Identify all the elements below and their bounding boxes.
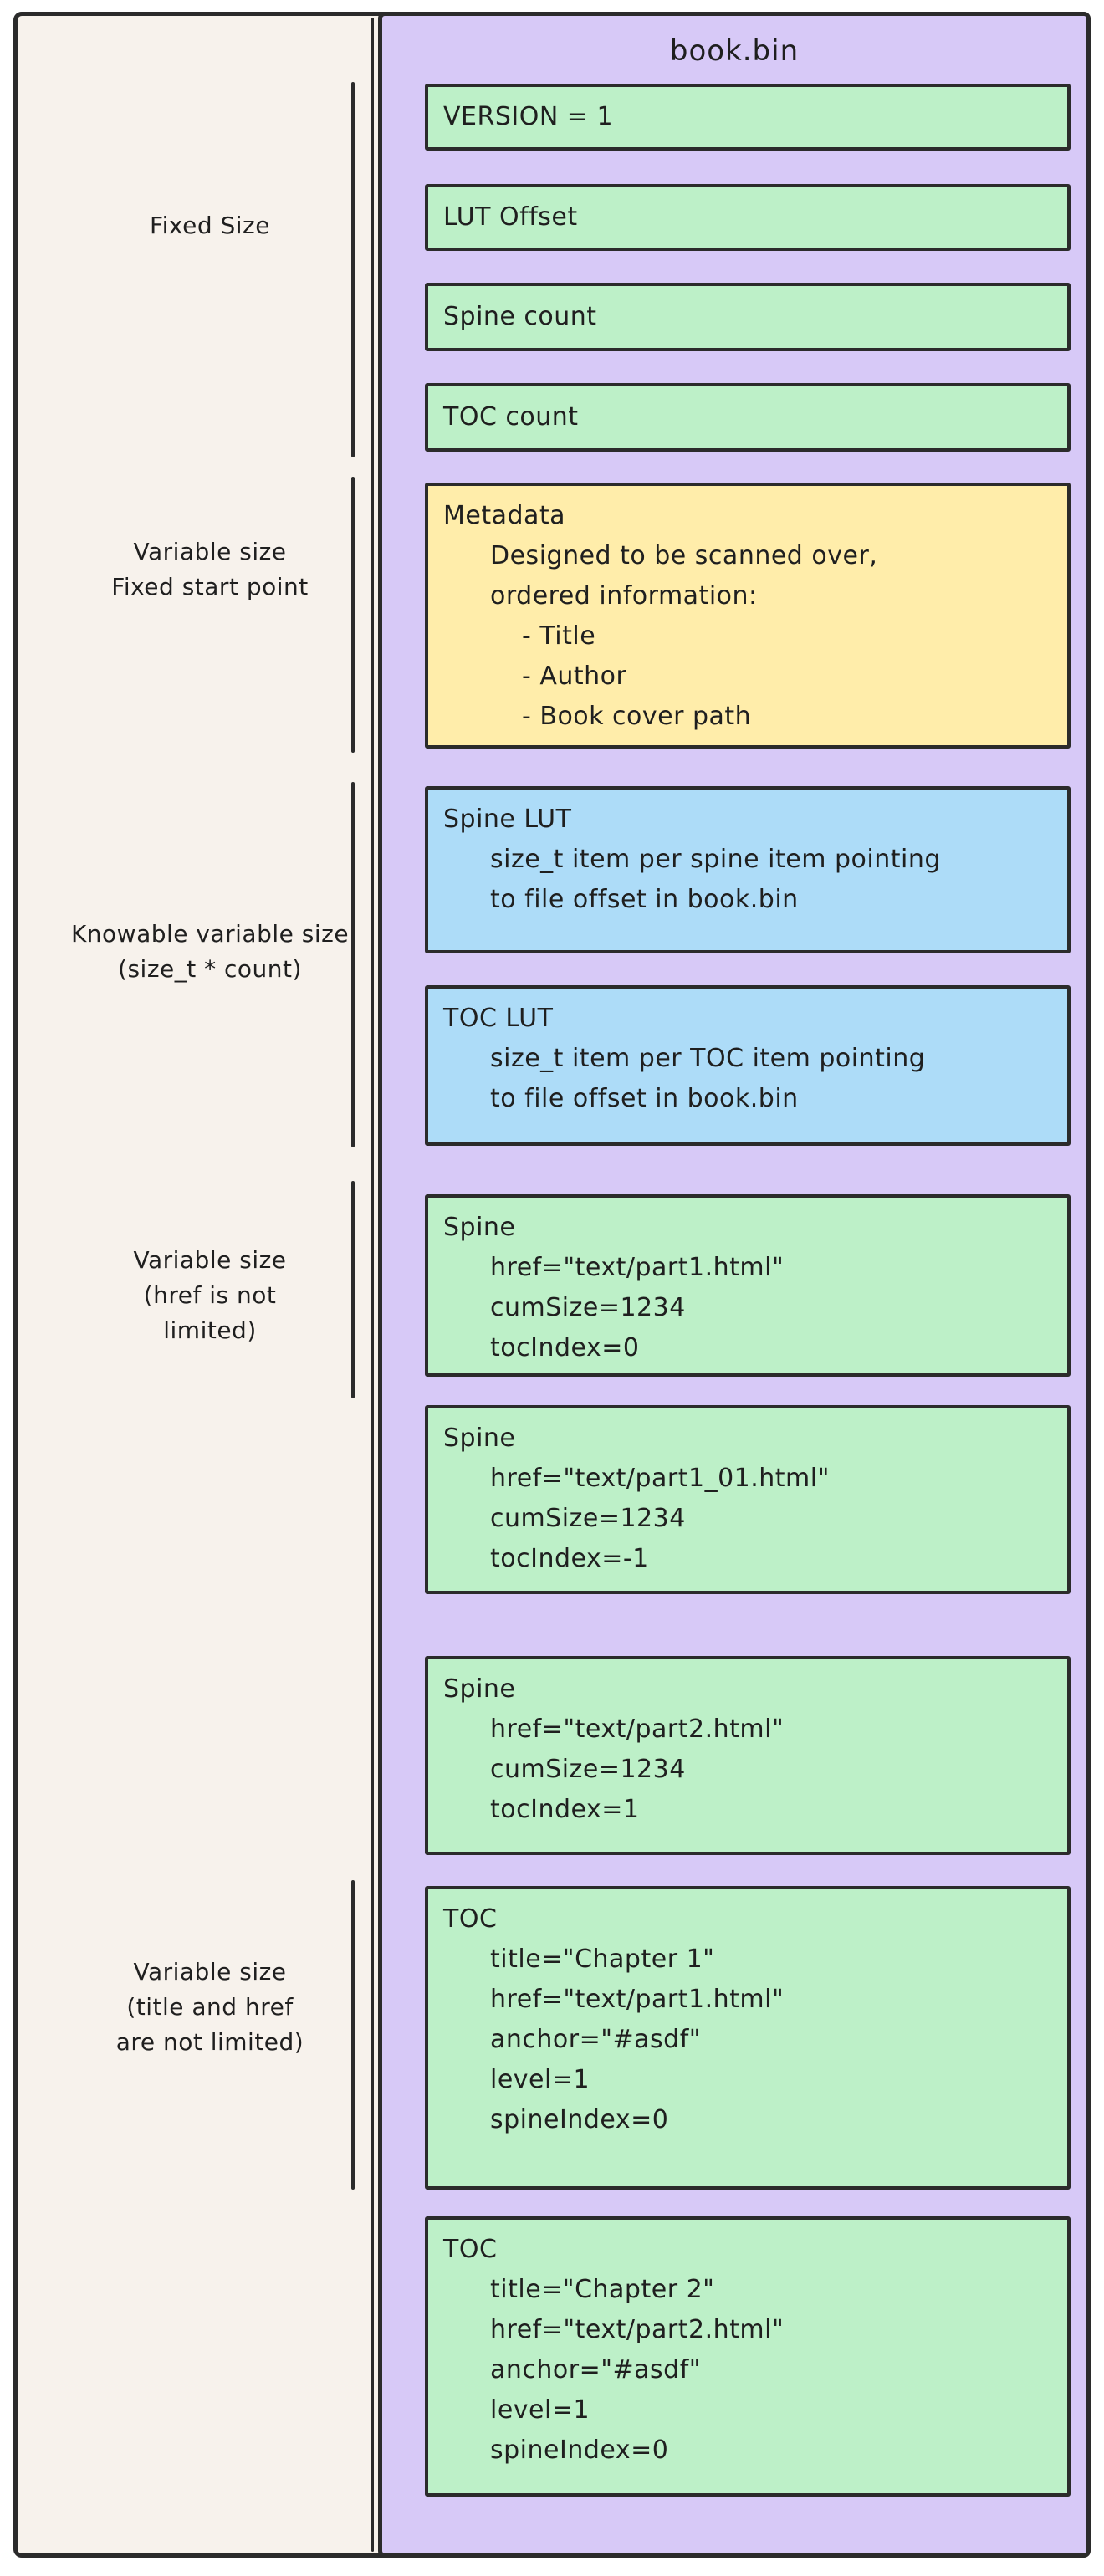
box-toc-lut: TOC LUT size_t item per TOC item pointing… [425,985,1071,1146]
annotation-line: are not limited) [115,2028,304,2056]
annotation-line: Variable size [133,1958,287,1986]
annotation-line: Fixed Size [150,212,270,239]
bracket-variable-size-fixed-start [351,477,355,753]
bracket-variable-size-title-href [351,1880,355,2190]
box-spine-2: Spine href="text/part1_01.html" cumSize=12… [425,1405,1071,1594]
annotation-line: (size_t * count) [118,955,302,983]
box-spine-1: Spine href="text/part1.html" cumSize=1234 t… [425,1194,1071,1377]
box-text-line: LUT Offset [443,202,578,232]
annotation-line: Variable size [133,1246,287,1274]
bracket-knowable-variable-size [351,782,355,1147]
box-text-line: spineIndex=0 [490,2105,669,2134]
annotation-knowable-variable-size: Knowable variable size (size_t * count) [68,917,352,987]
box-text-line: - Author [522,662,627,691]
annotation-line: (title and href [126,1993,294,2021]
annotation-line: limited) [163,1316,257,1344]
box-text-line: cumSize=1234 [490,1293,686,1322]
box-text-line: href="text/part2.html" [490,2315,785,2344]
box-text-line: TOC count [443,402,579,432]
box-text-line: - Book cover path [522,702,752,731]
annotation-variable-size-href: Variable size (href is not limited) [68,1243,352,1348]
box-spine-count: Spine count [425,283,1071,351]
box-text-line: tocIndex=0 [490,1333,640,1362]
box-text-line: level=1 [490,2065,590,2094]
annotation-fixed-size: Fixed Size [68,208,352,243]
box-text-line: href="text/part2.html" [490,1715,785,1744]
box-text-line: title="Chapter 2" [490,2275,715,2304]
box-spine-3: Spine href="text/part2.html" cumSize=1234 t… [425,1656,1071,1855]
box-text-line: href="text/part1.html" [490,1985,785,2014]
box-text-line: Metadata [443,501,566,530]
box-text-line: Designed to be scanned over, [490,541,878,570]
box-toc-count: TOC count [425,383,1071,452]
box-text-line: cumSize=1234 [490,1755,686,1784]
box-lut-offset: LUT Offset [425,184,1071,251]
box-text-line: to file offset in book.bin [490,1084,799,1113]
box-text-line: anchor="#asdf" [490,2025,702,2054]
box-text-line: anchor="#asdf" [490,2355,702,2384]
annotation-variable-size-title-href: Variable size (title and href are not limi… [68,1955,352,2060]
box-text-line: Spine LUT [443,805,572,834]
box-text-line: title="Chapter 1" [490,1945,715,1974]
box-version: VERSION = 1 [425,84,1071,151]
box-text-line: TOC [443,1904,498,1934]
bracket-fixed-size [351,82,355,457]
box-toc-2: TOC title="Chapter 2" href="text/part2.htm… [425,2216,1071,2497]
box-text-line: TOC LUT [443,1004,554,1033]
annotation-line: Knowable variable size [70,920,350,948]
annotation-line: (href is not [143,1281,277,1309]
panel-divider-line [371,18,374,2552]
box-text-line: - Title [522,621,596,651]
box-text-line: to file offset in book.bin [490,885,799,914]
box-text-line: Spine [443,1423,516,1453]
box-text-line: TOC [443,2235,498,2264]
box-text-line: spineIndex=0 [490,2435,669,2465]
box-text-line: size_t item per TOC item pointing [490,1044,926,1073]
box-text-line: Spine [443,1213,516,1242]
box-text-line: ordered information: [490,581,758,611]
annotation-line: Variable size [133,538,287,565]
box-text-line: cumSize=1234 [490,1504,686,1533]
box-text-line: tocIndex=-1 [490,1544,649,1573]
box-text-line: VERSION = 1 [443,102,614,131]
box-spine-lut: Spine LUT size_t item per spine item poin… [425,786,1071,953]
bracket-variable-size-href [351,1181,355,1398]
box-text-line: href="text/part1_01.html" [490,1464,830,1493]
box-text-line: Spine [443,1674,516,1704]
box-text-line: Spine count [443,302,597,331]
annotation-line: Fixed start point [111,573,309,601]
column-title: book.bin [669,34,800,68]
box-text-line: size_t item per spine item pointing [490,845,941,874]
box-text-line: tocIndex=1 [490,1795,640,1824]
box-toc-1: TOC title="Chapter 1" href="text/part1.htm… [425,1886,1071,2190]
box-text-line: href="text/part1.html" [490,1253,785,1282]
box-text-line: level=1 [490,2395,590,2425]
